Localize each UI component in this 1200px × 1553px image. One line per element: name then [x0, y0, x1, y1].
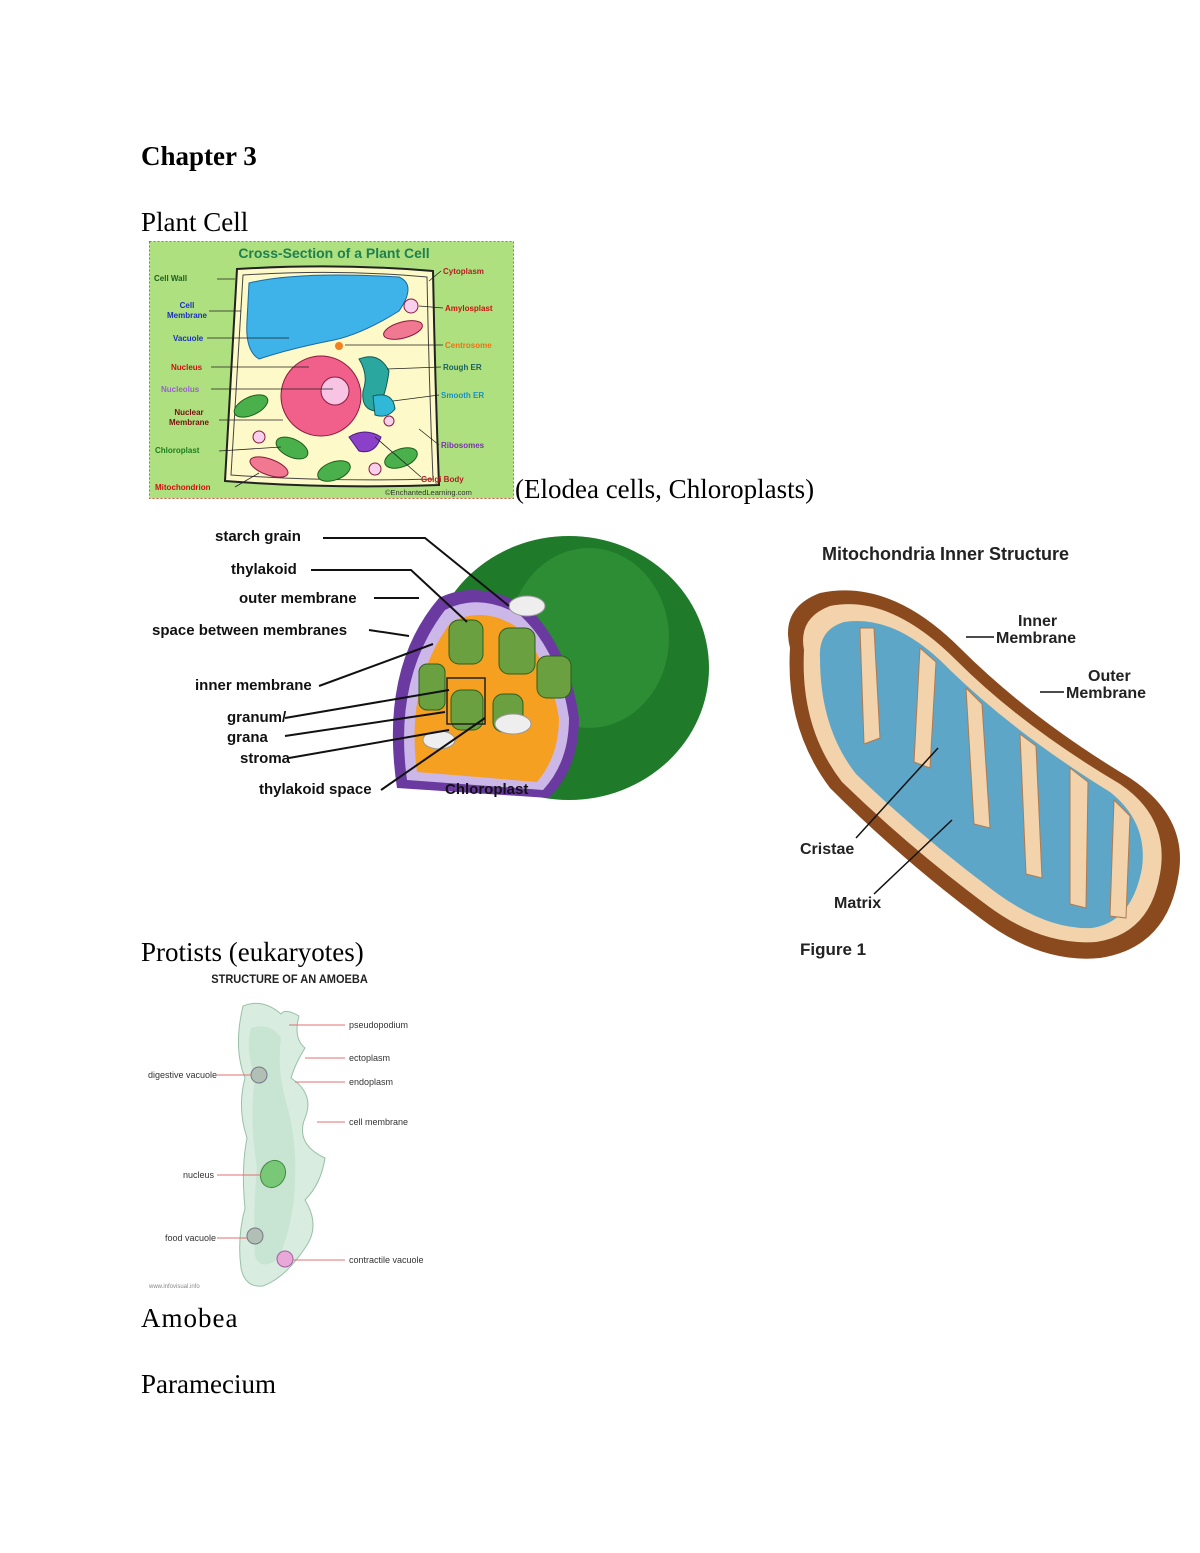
thylakoid-space-box [446, 677, 486, 725]
starch-grain-shape [494, 713, 532, 735]
label-outer-1: Outer [1088, 668, 1131, 685]
label-amylosplast: Amylosplast [445, 304, 493, 313]
paramecium-heading: Paramecium [141, 1369, 276, 1399]
label-rough-er: Rough ER [443, 363, 482, 372]
plant-cell-credit: ©EnchantedLearning.com [385, 488, 472, 497]
label-cell-membrane-1: Cell [180, 301, 195, 310]
digestive-vacuole-shape [250, 1066, 268, 1084]
label-food-vacuole: food vacuole [165, 1233, 216, 1243]
golgi-shape [348, 431, 382, 453]
vesicle-shape [383, 415, 395, 427]
crista-shape [1069, 766, 1089, 909]
label-starch-grain: starch grain [215, 528, 301, 545]
label-outer-2: Membrane [1066, 685, 1146, 702]
label-vacuole: Vacuole [173, 334, 204, 343]
label-stroma: stroma [240, 750, 291, 767]
crista-shape [1019, 732, 1043, 879]
label-cristae: Cristae [800, 841, 854, 858]
endoplasm-region [248, 1026, 296, 1265]
food-vacuole-shape [246, 1227, 264, 1245]
label-granum-1: granum/ [227, 709, 287, 726]
label-centrosome: Centrosome [445, 341, 492, 350]
amoeba-title: STRUCTURE OF AN AMOEBA [211, 974, 368, 986]
vesicle-shape [368, 462, 382, 476]
label-thylakoid-space: thylakoid space [259, 781, 372, 798]
label-cell-membrane-2: Membrane [167, 311, 208, 320]
label-nuclear-membrane-2: Membrane [169, 418, 210, 427]
label-space-between: space between membranes [152, 622, 347, 639]
nucleolus-shape [320, 376, 350, 406]
label-cytoplasm: Cytoplasm [443, 267, 484, 276]
mitochondrion-shape [383, 320, 423, 340]
centrosome-shape [335, 342, 343, 350]
granum-shape [448, 619, 484, 665]
granum-shape [536, 655, 572, 699]
label-inner-1: Inner [1018, 613, 1057, 630]
label-granum-2: grana [227, 729, 269, 746]
granum-shape [418, 663, 446, 711]
label-nuclear-membrane-1: Nuclear [174, 408, 203, 417]
chapter-title: Chapter 3 [141, 141, 257, 171]
starch-grain-shape [508, 595, 546, 617]
chloroplast-diagram: starch grain thylakoid outer membrane sp… [152, 528, 709, 800]
label-digestive-vacuole: digestive vacuole [148, 1070, 217, 1080]
chloroplast-shape [233, 394, 269, 418]
amyloplast-shape [403, 298, 419, 314]
granum-shape [498, 627, 536, 675]
label-chloroplast: Chloroplast [445, 781, 528, 798]
label-outer-membrane: outer membrane [239, 590, 357, 607]
label-smooth-er: Smooth ER [441, 391, 484, 400]
label-pseudopodium: pseudopodium [349, 1020, 408, 1030]
nucleus-shape [280, 355, 362, 437]
label-nucleus: nucleus [183, 1170, 215, 1180]
vesicle-shape [252, 430, 266, 444]
label-ectoplasm: ectoplasm [349, 1053, 390, 1063]
label-thylakoid: thylakoid [231, 561, 297, 578]
label-nucleus: Nucleus [171, 363, 203, 372]
crista-shape [859, 627, 881, 745]
label-cell-membrane: cell membrane [349, 1117, 408, 1127]
chloroplast-shape [317, 460, 351, 482]
amoeba-credit: www.infovisual.info [148, 1284, 200, 1290]
amoeba-caption: Amobea [141, 1303, 239, 1333]
label-figure: Figure 1 [800, 940, 866, 959]
crista-shape [965, 686, 991, 829]
mitochondria-title: Mitochondria Inner Structure [822, 544, 1069, 564]
label-chloroplast: Chloroplast [155, 446, 200, 455]
crista-shape [913, 646, 937, 769]
label-ribosomes: Ribosomes [441, 441, 485, 450]
amoeba-diagram: STRUCTURE OF AN AMOEBA pseudopodium ecto… [148, 974, 424, 1290]
label-contractile-vacuole: contractile vacuole [349, 1255, 424, 1265]
nucleus-shape [259, 1159, 287, 1189]
plant-cell-diagram: Cross-Section of a Plant Cell Cell Wall … [149, 241, 514, 499]
chloroplast-shape [275, 436, 309, 460]
label-matrix: Matrix [834, 895, 881, 912]
elodea-caption: (Elodea cells, Chloroplasts) [515, 474, 815, 504]
contractile-vacuole-shape [276, 1250, 294, 1268]
plant-cell-heading: Plant Cell [141, 207, 249, 237]
mitochondrion-shape [249, 456, 289, 478]
protists-heading: Protists (eukaryotes) [141, 937, 364, 967]
label-mitochondrion: Mitochondrion [155, 483, 211, 492]
label-inner-membrane: inner membrane [195, 677, 312, 694]
label-endoplasm: endoplasm [349, 1077, 393, 1087]
plant-cell-title: Cross-Section of a Plant Cell [238, 245, 429, 261]
label-golgi-body: Golgi Body [421, 475, 464, 484]
mitochondria-diagram: Mitochondria Inner Structure Inner Membr… [788, 544, 1180, 959]
label-inner-2: Membrane [996, 630, 1076, 647]
smooth-er-shape [372, 394, 396, 417]
label-nucleolus: Nucleolus [161, 385, 200, 394]
crista-shape [1109, 798, 1131, 919]
label-cell-wall: Cell Wall [154, 274, 187, 283]
